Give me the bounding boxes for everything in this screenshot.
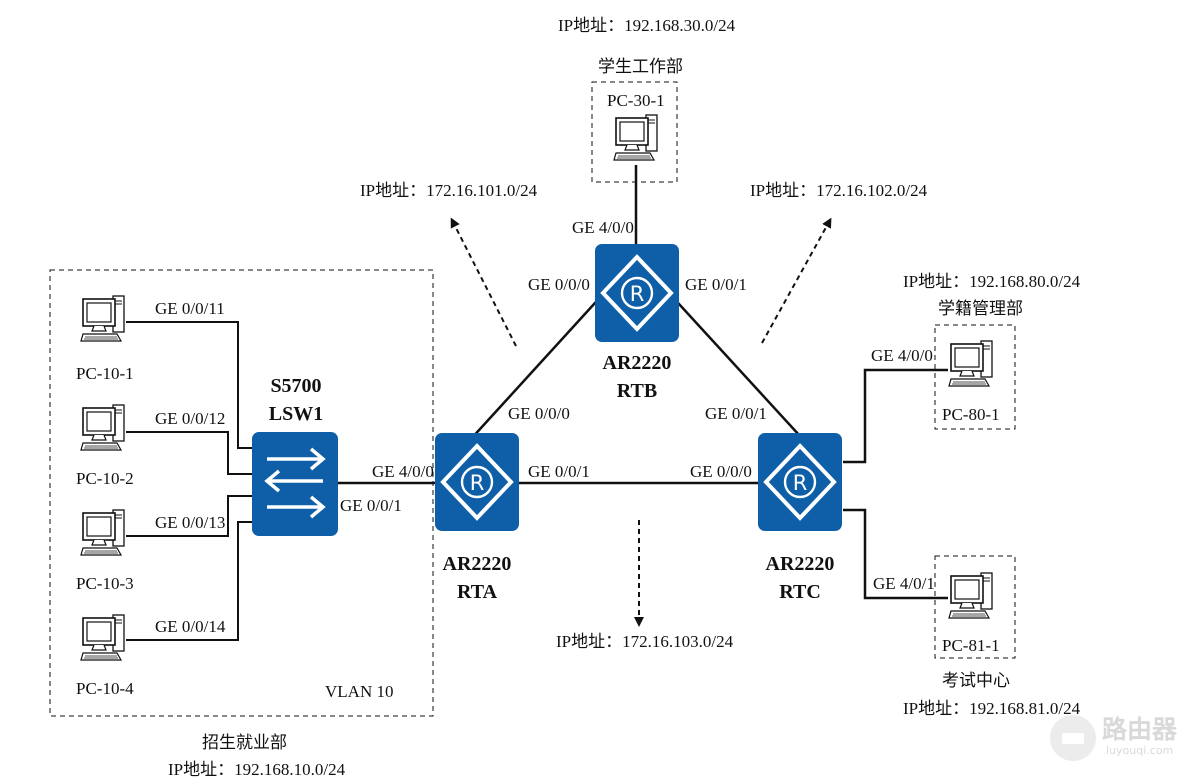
port-label: GE 0/0/1 (528, 462, 590, 481)
subnet-label-registry: IP地址：192.168.80.0/24 (903, 272, 1081, 291)
exam-center-frame (934, 555, 1016, 659)
device-name-label: RTC (779, 581, 821, 603)
port-label: GE 0/0/0 (690, 462, 752, 481)
pc-icon (948, 572, 993, 619)
switch-icon (251, 431, 339, 537)
port-label: GE 0/0/12 (155, 409, 225, 428)
subnet-label-admission: IP地址：192.168.10.0/24 (168, 760, 346, 778)
device-model-label: AR2220 (766, 553, 835, 575)
device-name-label: RTB (617, 380, 657, 402)
device-model-label: AR2220 (603, 352, 672, 374)
subnet-label-office: IP地址：192.168.30.0/24 (558, 16, 736, 35)
pc-icon (613, 114, 658, 161)
port-label: GE 0/0/13 (155, 513, 225, 532)
port-label: GE 0/0/14 (155, 617, 226, 636)
port-label: GE 0/0/1 (705, 404, 767, 423)
link-rtb-rta (469, 291, 606, 441)
link-rtb-rtc (667, 291, 801, 437)
vlan-label: VLAN 10 (325, 682, 393, 701)
dept-label-exam-center: 考试中心 (942, 671, 1010, 690)
pc-label: PC-10-2 (76, 469, 134, 488)
port-label: GE 4/0/0 (372, 462, 434, 481)
link-sw-pc10-4 (126, 521, 255, 641)
port-label: GE 0/0/1 (685, 275, 747, 294)
pc-label: PC-10-3 (76, 574, 134, 593)
port-label: GE 0/0/1 (340, 496, 402, 515)
student-affairs-frame (591, 81, 678, 183)
watermark-domain: luyouqi.com (1106, 744, 1173, 757)
pc-icon (80, 295, 125, 342)
device-model-label: AR2220 (443, 553, 512, 575)
pc-label: PC-10-1 (76, 364, 134, 383)
subnet-arrow-ab (450, 217, 517, 347)
port-label: GE 4/0/1 (873, 574, 935, 593)
registry-frame (934, 324, 1016, 430)
device-name-label: RTA (457, 581, 498, 603)
watermark-router-icon (1062, 733, 1084, 744)
link-sw-pc10-2 (126, 431, 255, 475)
link-sw-pc10-1 (126, 321, 255, 449)
pc-icon (80, 404, 125, 451)
pc-icon (80, 614, 125, 661)
dept-label-student-affairs: 学生工作部 (598, 57, 683, 76)
router-icon (434, 432, 520, 532)
port-label: GE 4/0/0 (871, 346, 933, 365)
pc-label: PC-80-1 (942, 405, 1000, 424)
link-sw-pc10-3 (126, 495, 255, 537)
link-rtc-pc81 (843, 508, 948, 600)
pc-icon (948, 340, 993, 387)
dept-label-registry: 学籍管理部 (938, 299, 1023, 318)
subnet-label-exam: IP地址：192.168.81.0/24 (903, 699, 1081, 718)
pc-label: PC-30-1 (607, 91, 665, 110)
router-icon (594, 243, 680, 343)
device-name-label: LSW1 (269, 403, 323, 425)
subnet-label-ac: IP地址：172.16.103.0/24 (556, 632, 734, 651)
port-label: GE 0/0/0 (508, 404, 570, 423)
pc-label: PC-81-1 (942, 636, 1000, 655)
admission-vlan-frame (49, 269, 434, 717)
subnet-arrow-bc (761, 217, 832, 344)
pc-label: PC-10-4 (76, 679, 134, 698)
subnet-label-bc: IP地址：172.16.102.0/24 (750, 181, 928, 200)
link-rtc-pc80 (843, 368, 948, 464)
port-label: GE 4/0/0 (572, 218, 634, 237)
watermark: 路由器 luyouqi.com (1050, 715, 1178, 761)
pc-icon (80, 509, 125, 556)
port-label: GE 0/0/11 (155, 299, 225, 318)
watermark-brand: 路由器 (1102, 715, 1178, 744)
port-label: GE 0/0/0 (528, 275, 590, 294)
device-model-label: S5700 (270, 375, 321, 397)
dept-label-admission: 招生就业部 (202, 733, 287, 752)
subnet-label-ab: IP地址：172.16.101.0/24 (360, 181, 538, 200)
router-icon (757, 432, 843, 532)
